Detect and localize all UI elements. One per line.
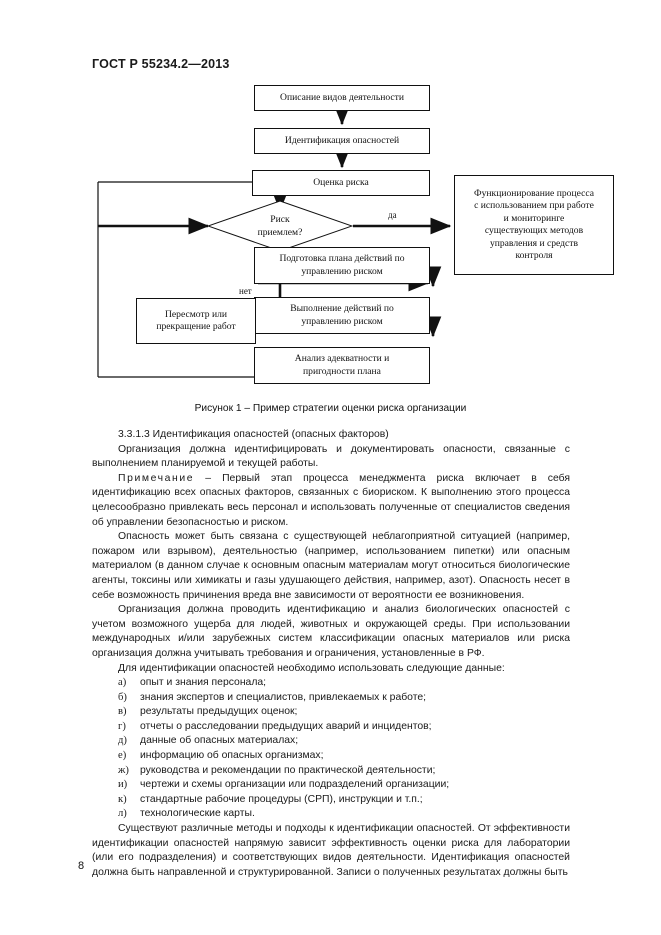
flow-decision-risk-acceptable: Риск приемлем? bbox=[207, 200, 353, 252]
list-marker: л) bbox=[118, 808, 127, 820]
list-marker: ж) bbox=[118, 764, 129, 776]
list-marker: и) bbox=[118, 779, 128, 791]
figure-caption: Рисунок 1 – Пример стратегии оценки риск… bbox=[194, 403, 467, 414]
list-text: руководства и рекомендации по практическ… bbox=[140, 764, 436, 776]
flow-box-plan-execution: Выполнение действий по управлению риском bbox=[254, 297, 430, 334]
list-text: технологические карты. bbox=[140, 808, 255, 820]
list-marker: д) bbox=[118, 735, 127, 747]
paragraph-note: Примечание – Первый этап процесса менедж… bbox=[92, 472, 570, 530]
hazard-data-sources-list: а) опыт и знания персонала; б) знания эк… bbox=[92, 676, 570, 822]
list-text: стандартные рабочие процедуры (СРП), инс… bbox=[140, 793, 423, 805]
document-body: 3.3.1.3 Идентификация опасностей (опасны… bbox=[92, 428, 570, 880]
figure-risk-assessment-flowchart: Описание видов деятельности Идентификаци… bbox=[88, 80, 618, 400]
flow-box-hazard-identification: Идентификация опасностей bbox=[254, 128, 430, 154]
paragraph-methods: Существуют различные методы и подходы к … bbox=[92, 823, 570, 878]
list-text: знания экспертов и специалистов, привлек… bbox=[140, 691, 427, 703]
list-text: чертежи и схемы организации или подразде… bbox=[140, 779, 450, 791]
flow-box-process-functioning: Функционирование процесса с использовани… bbox=[454, 175, 614, 275]
standard-number-header: ГОСТ Р 55234.2—2013 bbox=[92, 57, 230, 71]
list-text: отчеты о расследовании предыдущих аварий… bbox=[140, 720, 432, 732]
edge-label-no: нет bbox=[239, 286, 252, 296]
list-text: информацию об опасных организмах; bbox=[140, 750, 324, 762]
edge-label-yes: да bbox=[388, 210, 397, 220]
paragraph-hazard-description: Опасность может быть связана с существую… bbox=[92, 531, 570, 601]
list-item: в) результаты предыдущих оценок; bbox=[92, 705, 570, 720]
list-item: ж) руководства и рекомендации по практич… bbox=[92, 764, 570, 779]
note-body: Первый этап процесса менеджмента риска в… bbox=[92, 472, 570, 528]
list-item: б) знания экспертов и специалистов, прив… bbox=[92, 691, 570, 706]
paragraph-identification-analysis: Организация должна проводить идентификац… bbox=[92, 604, 570, 659]
list-item: а) опыт и знания персонала; bbox=[92, 676, 570, 691]
list-marker: в) bbox=[118, 706, 127, 718]
list-marker: к) bbox=[118, 793, 127, 805]
clause-heading: 3.3.1.3 Идентификация опасностей (опасны… bbox=[118, 429, 389, 440]
note-keyword: Примечание bbox=[118, 472, 195, 484]
list-marker: а) bbox=[118, 677, 127, 689]
list-marker: б) bbox=[118, 691, 127, 703]
list-marker: г) bbox=[118, 720, 126, 732]
note-dash: – bbox=[194, 472, 223, 484]
list-marker: е) bbox=[118, 750, 127, 762]
list-text: опыт и знания персонала; bbox=[140, 677, 267, 689]
paragraph-list-intro: Для идентификации опасностей необходимо … bbox=[118, 662, 505, 674]
flow-box-activities: Описание видов деятельности bbox=[254, 85, 430, 111]
paragraph-organization: Организация должна идентифицировать и до… bbox=[92, 443, 570, 470]
list-item: и) чертежи и схемы организации или подра… bbox=[92, 778, 570, 793]
decision-label: Риск приемлем? bbox=[257, 214, 303, 238]
list-item: е) информацию об опасных организмах; bbox=[92, 749, 570, 764]
list-item: л) технологические карты. bbox=[92, 807, 570, 822]
list-item: г) отчеты о расследовании предыдущих ава… bbox=[92, 720, 570, 735]
page-number: 8 bbox=[78, 860, 85, 872]
list-item: д) данные об опасных материалах; bbox=[92, 734, 570, 749]
flow-box-risk-assessment: Оценка риска bbox=[252, 170, 430, 196]
flow-box-plan-preparation: Подготовка плана действий по управлению … bbox=[254, 247, 430, 284]
flow-box-plan-analysis: Анализ адекватности и пригодности плана bbox=[254, 347, 430, 384]
list-text: результаты предыдущих оценок; bbox=[140, 706, 298, 718]
flow-box-revision-or-stop: Пересмотр или прекращение работ bbox=[136, 298, 256, 344]
list-text: данные об опасных материалах; bbox=[140, 735, 299, 747]
list-item: к) стандартные рабочие процедуры (СРП), … bbox=[92, 793, 570, 808]
